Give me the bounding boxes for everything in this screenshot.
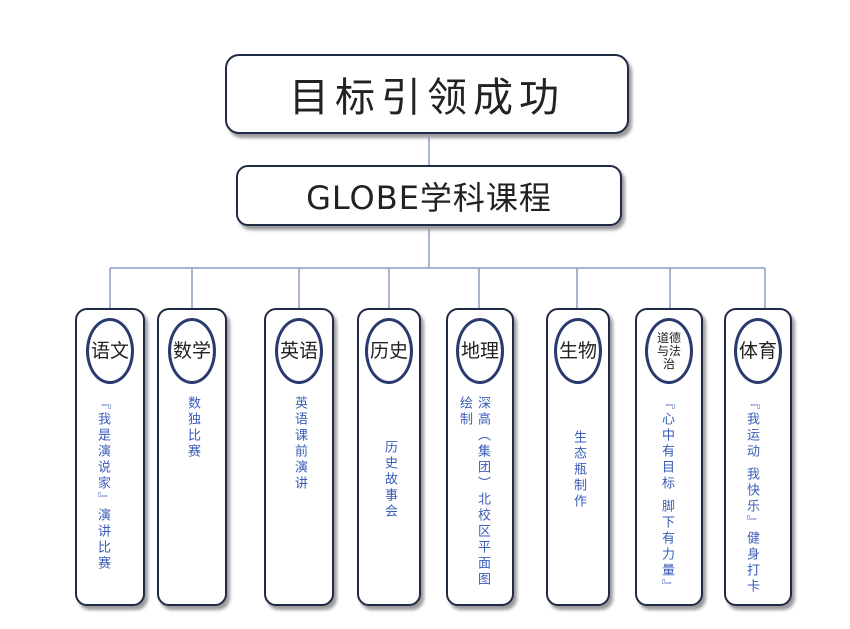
subject-activity-biology: 生态瓶制作 <box>571 430 586 510</box>
subject-activity-history: 历史故事会 <box>382 440 397 520</box>
subject-name-math: 数学 <box>168 318 216 384</box>
subject-name-biology: 生物 <box>554 318 602 384</box>
subject-activity-geography: 深高（集团）北校区平面图绘制 <box>457 396 490 588</box>
root-node-label: 目标引领成功 <box>289 75 565 121</box>
subject-activity-english: 英语课前演讲 <box>292 396 307 492</box>
subject-name-pe: 体育 <box>734 318 782 384</box>
subject-activity-math: 数独比赛 <box>185 396 200 460</box>
course-node-label: GLOBE学科课程 <box>306 178 552 217</box>
subject-name-history: 历史 <box>365 318 413 384</box>
course-node: GLOBE学科课程 <box>236 165 622 226</box>
subject-activity-chinese: 『我是演说家』演讲比赛 <box>95 396 110 572</box>
subject-name-chinese: 语文 <box>86 318 134 384</box>
subject-activity-morality-law: 『心中有目标 脚下有力量』 <box>659 396 674 596</box>
subject-activity-pe: 『我运动 我快乐』健身打卡 <box>744 396 759 596</box>
root-node: 目标引领成功 <box>225 54 629 134</box>
subject-name-morality-law-label: 道德与法治 <box>656 330 681 371</box>
subject-name-english: 英语 <box>275 318 323 384</box>
subject-name-geography: 地理 <box>456 318 504 384</box>
subject-name-morality-law: 道德与法治 <box>645 318 693 384</box>
